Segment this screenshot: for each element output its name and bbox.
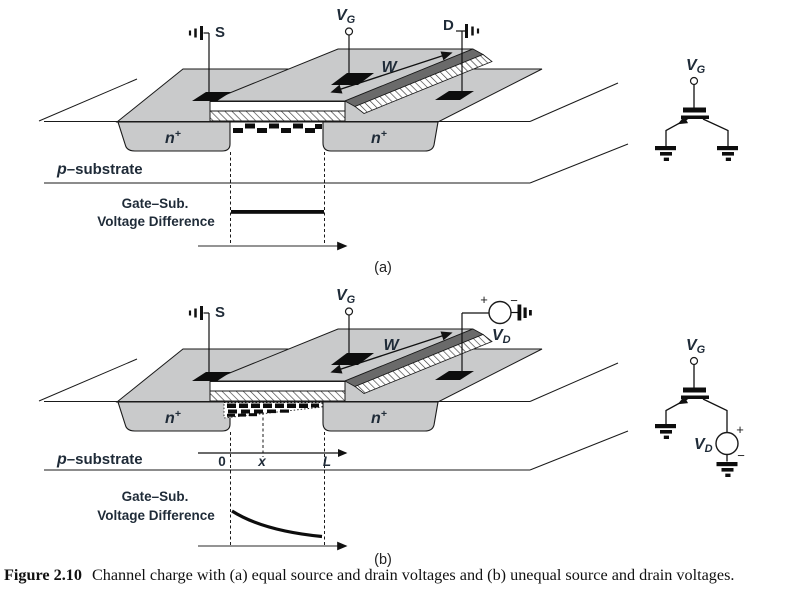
- n-plus-label-left-b: n+: [165, 408, 181, 427]
- plot-title-line1-b: Gate–Sub.: [122, 489, 189, 504]
- gate-front-face-b: [209, 381, 346, 392]
- circuit-a-ground-right: [717, 146, 738, 161]
- drain-supply-b: + − VD: [435, 292, 532, 380]
- substrate-label-a: p–substrate: [56, 161, 143, 178]
- circuit-a-source-arrow: [677, 116, 690, 125]
- plot-a: Gate–Sub. Voltage Difference (a): [97, 196, 392, 276]
- circuit-b-source-wire: [665, 398, 688, 424]
- circuit-b-gate-bar: [683, 387, 706, 393]
- substrate-back-edge-a: [38, 78, 138, 122]
- circuit-a-drain-wire: [702, 118, 729, 146]
- axis-l-label-b: L: [323, 454, 331, 469]
- circuit-a-vg-label: VG: [686, 57, 706, 76]
- channel-charge-dashes-a: [233, 123, 322, 133]
- figure-caption-number: Figure 2.10: [4, 566, 82, 584]
- circuit-b-vd-source-symbol: [715, 431, 739, 456]
- figure-caption: Figure 2.10 Channel charge with (a) equal…: [4, 566, 734, 584]
- part-b-tag: (b): [374, 552, 392, 568]
- gate-contact-b: [331, 353, 374, 365]
- axis-x-label-b: x: [257, 454, 266, 469]
- gate-voltage-label-b: VG: [336, 287, 356, 306]
- substrate-bottom-edge-right-a: [529, 143, 629, 184]
- plot-title-line2-a: Voltage Difference: [97, 214, 215, 229]
- source-terminal-b: [188, 306, 231, 381]
- circuit-b-source-arrow: [677, 396, 690, 405]
- n-plus-label-right-a: n+: [371, 128, 387, 147]
- source-label-b: S: [215, 304, 225, 321]
- plot-title-line1-a: Gate–Sub.: [122, 196, 189, 211]
- circuit-b-vg-label: VG: [686, 337, 706, 356]
- circuit-b-ground-left: [655, 424, 676, 439]
- circuit-a-source-wire: [665, 118, 688, 146]
- width-arrow-a: [330, 51, 453, 94]
- vd-source-symbol-b: [488, 300, 512, 325]
- substrate-bottom-edge-right-b: [529, 430, 629, 471]
- drain-label-a: D: [443, 17, 454, 34]
- channel-charge-dashes-b: [227, 403, 319, 417]
- plot-title-line2-b: Voltage Difference: [97, 508, 215, 523]
- drain-contact-b: [435, 371, 474, 380]
- circuit-a-channel-bar: [681, 115, 709, 119]
- drain-contact-a: [435, 91, 474, 100]
- n-plus-region-left-a: [117, 121, 231, 152]
- width-label-a: W: [381, 59, 398, 76]
- source-label-a: S: [215, 24, 225, 41]
- position-axis-b: 0 x L: [198, 448, 348, 469]
- substrate-back-edge-b: [38, 358, 138, 402]
- width-label-b: W: [383, 337, 400, 354]
- plot-b: Gate–Sub. Voltage Difference (b): [97, 489, 392, 568]
- gate-voltage-label-a: VG: [336, 7, 356, 26]
- device-b: W S VG + − VD n: [38, 287, 629, 545]
- circuit-a-gate-node: [689, 76, 699, 86]
- vd-label-b: VD: [492, 327, 511, 346]
- gate-front-face-a: [209, 101, 346, 112]
- circuit-b-gate-node: [689, 356, 699, 366]
- circuit-b-drain-wire: [702, 398, 728, 433]
- n-plus-region-left-b: [117, 401, 231, 432]
- circuit-b-channel-bar: [681, 395, 709, 399]
- circuit-a-ground-left: [655, 146, 676, 161]
- device-a: W S VG D n+ n+ p–substrate: [38, 7, 629, 245]
- vd-plus-sign-b: +: [480, 292, 488, 307]
- source-terminal-a: [188, 26, 231, 101]
- drain-ground-b: [517, 304, 532, 321]
- gate-terminal-b: [331, 307, 374, 365]
- voltage-difference-curve-a: [231, 210, 324, 214]
- source-contact-a: [192, 92, 231, 101]
- circuit-b-vd-label: VD: [694, 436, 713, 455]
- surface-edge-right-a: [529, 82, 619, 122]
- surface-edge-right-b: [529, 362, 619, 402]
- circuit-b-minus-sign: −: [737, 448, 745, 463]
- part-a-tag: (a): [374, 260, 392, 276]
- voltage-difference-curve-b: [231, 509, 323, 539]
- n-plus-region-right-b: [322, 401, 439, 432]
- substrate-label-b: p–substrate: [56, 451, 143, 468]
- oxide-front-face-a: [209, 110, 346, 122]
- oxide-front-face-b: [209, 390, 346, 402]
- n-plus-label-left-a: n+: [165, 128, 181, 147]
- gate-node-b: [344, 307, 354, 316]
- n-plus-region-right-a: [322, 121, 439, 152]
- circuit-b-ground-bottom: [716, 462, 738, 477]
- axis-zero-label-b: 0: [218, 454, 226, 469]
- source-contact-b: [192, 372, 231, 381]
- circuit-b-plus-sign: +: [736, 422, 744, 437]
- figure-caption-text: Channel charge with (a) equal source and…: [92, 566, 734, 584]
- circuit-b: VG + − VD: [655, 337, 745, 477]
- width-arrow-b: [330, 331, 453, 374]
- circuit-a-gate-bar: [683, 107, 706, 113]
- drain-terminal-a: [435, 24, 480, 100]
- gate-terminal-a: [331, 27, 374, 85]
- gate-node-a: [344, 27, 354, 36]
- gate-contact-a: [331, 73, 374, 85]
- vd-minus-sign-b: −: [510, 293, 518, 308]
- n-plus-label-right-b: n+: [371, 408, 387, 427]
- circuit-a: VG: [655, 57, 738, 161]
